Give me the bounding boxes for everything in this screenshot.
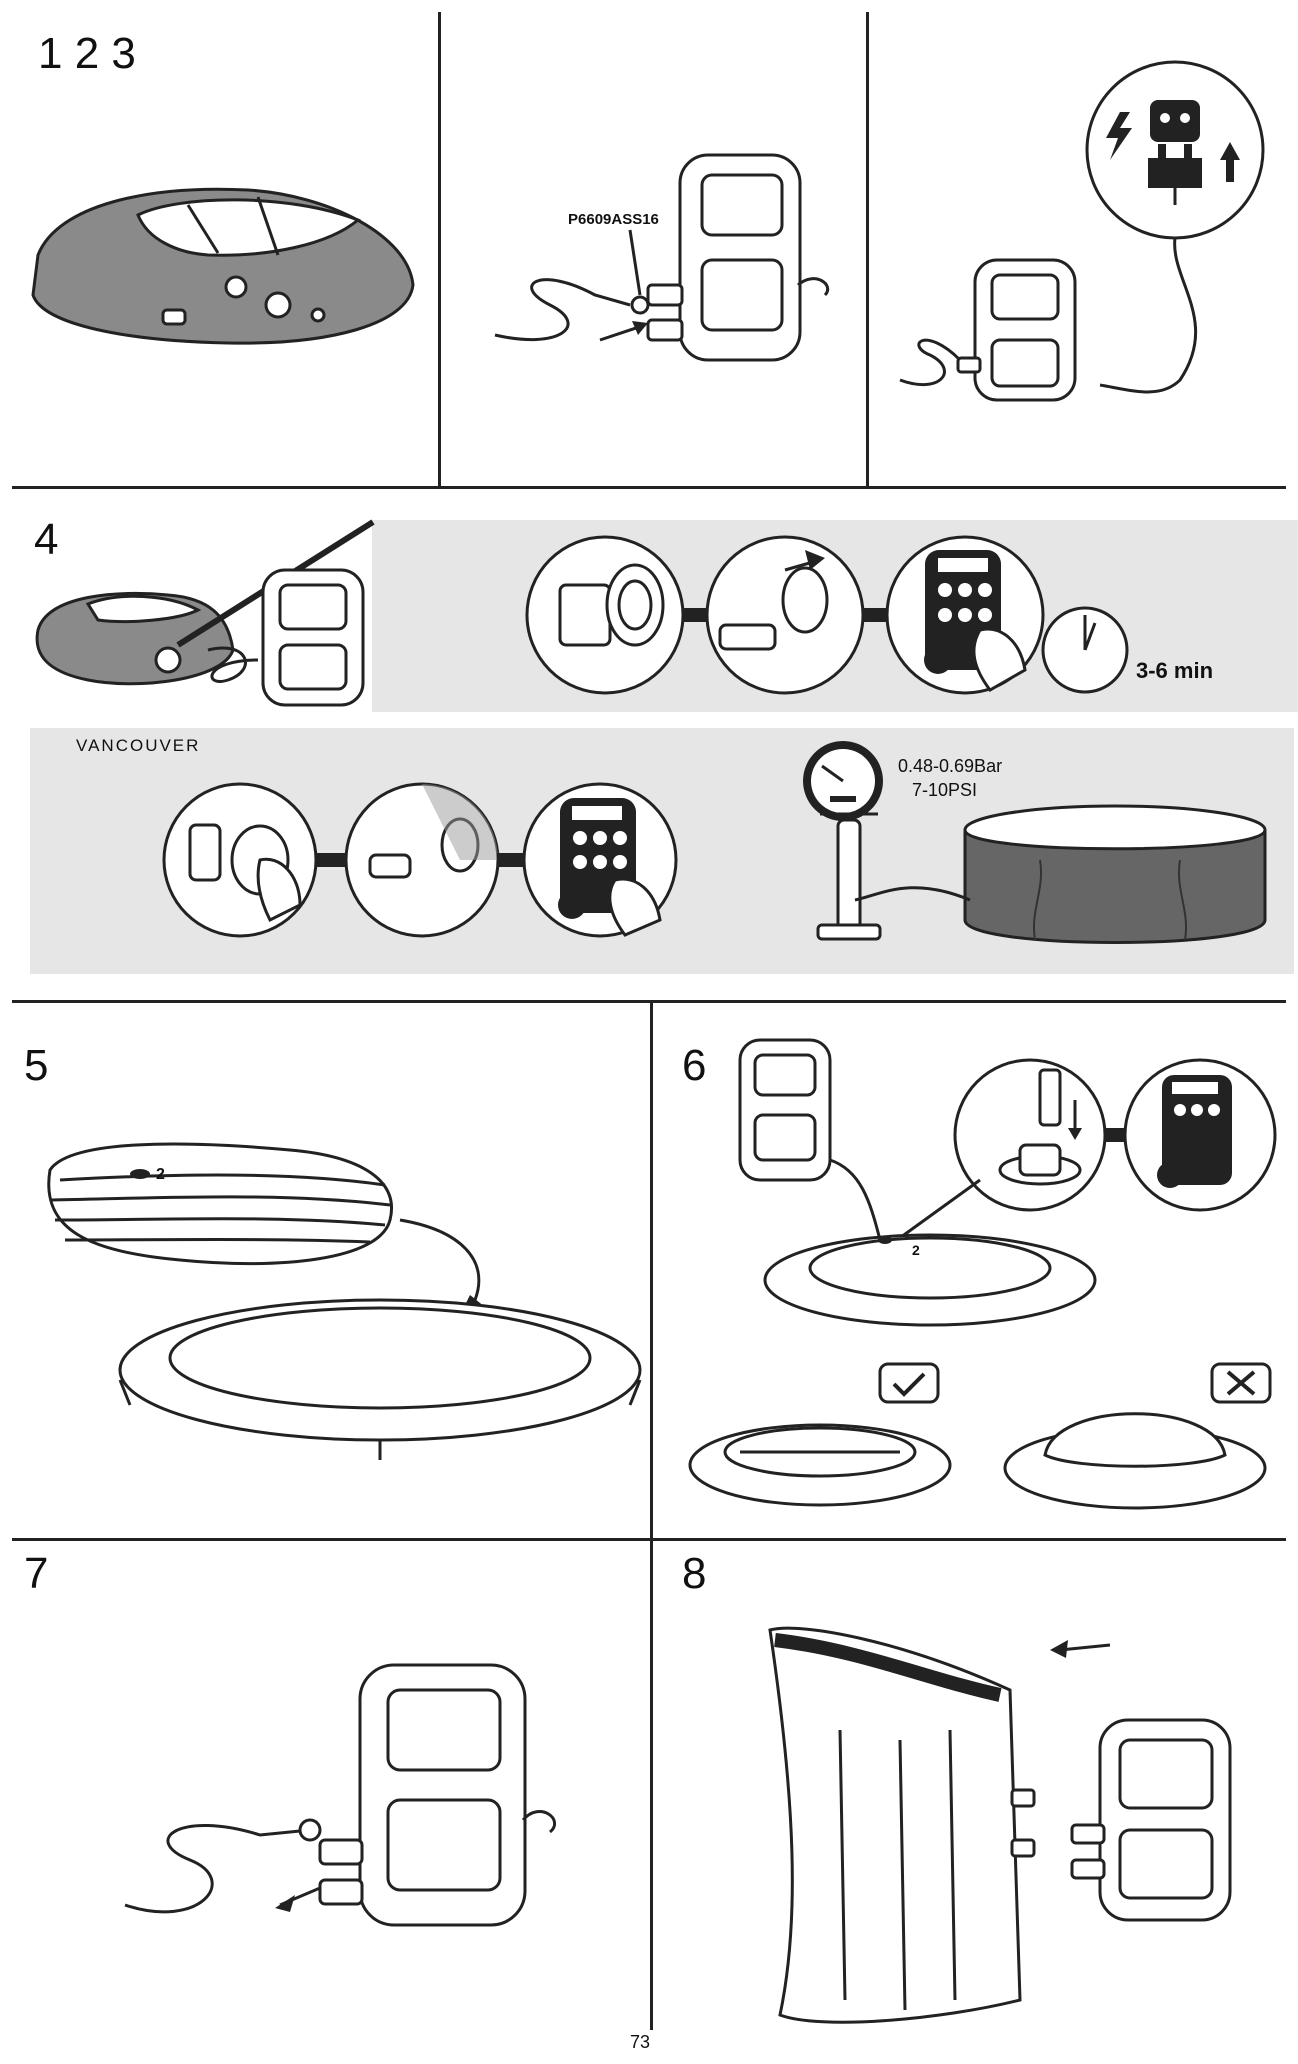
cross-icon	[1210, 1362, 1272, 1404]
check-icon	[878, 1362, 940, 1404]
up-arrow-icon	[1220, 142, 1240, 182]
step-number-123: 1 2 3	[38, 29, 136, 78]
divider-row-2	[12, 1000, 1286, 1003]
step5-cover-placement-illustration	[47, 1142, 642, 1460]
valve-number-6: 2	[912, 1242, 920, 1258]
step-number-6: 6	[682, 1041, 707, 1090]
inflated-tub-pump-illustration	[816, 804, 1267, 944]
incorrect-cover-illustration	[1003, 1412, 1267, 1510]
valve-number-5: 2	[156, 1166, 165, 1183]
time-label: 3-6 min	[1136, 658, 1214, 683]
step-number-4: 4	[34, 515, 59, 564]
divider-row-3	[12, 1538, 1286, 1541]
step7-disconnect-hose-illustration	[124, 1663, 557, 1927]
correct-cover-illustration	[688, 1423, 952, 1507]
gauge-icon	[803, 741, 883, 821]
step-number-7: 7	[24, 1549, 49, 1598]
arrow-icon	[1050, 1640, 1068, 1658]
step6-inflate-cover-illustration	[738, 1038, 1277, 1327]
divider-row-1	[12, 486, 1286, 489]
heater-power-plug-illustration	[899, 60, 1265, 402]
step-number-8: 8	[682, 1549, 707, 1598]
folded-tub-illustration	[31, 187, 415, 345]
clock-icon	[1041, 606, 1129, 694]
divider-mid	[650, 1000, 653, 2030]
pressure-psi-label: 7-10PSI	[912, 780, 978, 800]
page-number: 73	[630, 2032, 651, 2052]
vancouver-valve-sequence	[162, 782, 678, 938]
heater-hose-connection-illustration	[494, 153, 829, 362]
step-number-5: 5	[24, 1041, 49, 1090]
step4-tub-heater-illustration	[35, 519, 375, 707]
step4-valve-sequence	[525, 535, 1045, 695]
divider-top-1	[438, 12, 441, 488]
pressure-bar-label: 0.48-0.69Bar	[898, 756, 1003, 776]
part-code-label: P6609ASS16	[568, 211, 659, 228]
lightning-icon	[1106, 112, 1132, 160]
model-label: VANCOUVER	[76, 736, 201, 755]
step8-heater-to-tub-illustration	[768, 1626, 1232, 2024]
plug-icon	[1150, 100, 1200, 142]
divider-top-2	[866, 12, 869, 488]
